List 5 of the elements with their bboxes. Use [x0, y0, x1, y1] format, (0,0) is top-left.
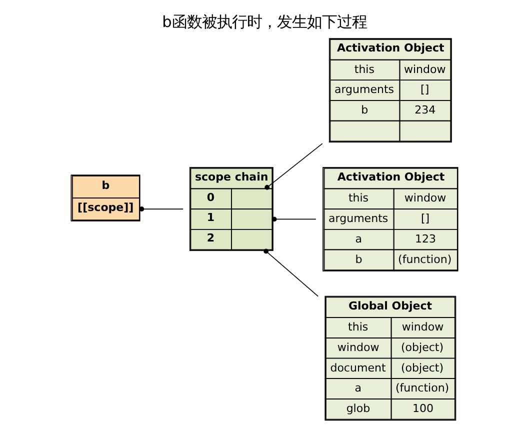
- connector: [138, 206, 183, 212]
- connector: [264, 143, 322, 190]
- connector: [271, 216, 316, 222]
- connector: [263, 248, 318, 297]
- diagram-title: b函数被执行时，发生如下过程: [162, 13, 366, 32]
